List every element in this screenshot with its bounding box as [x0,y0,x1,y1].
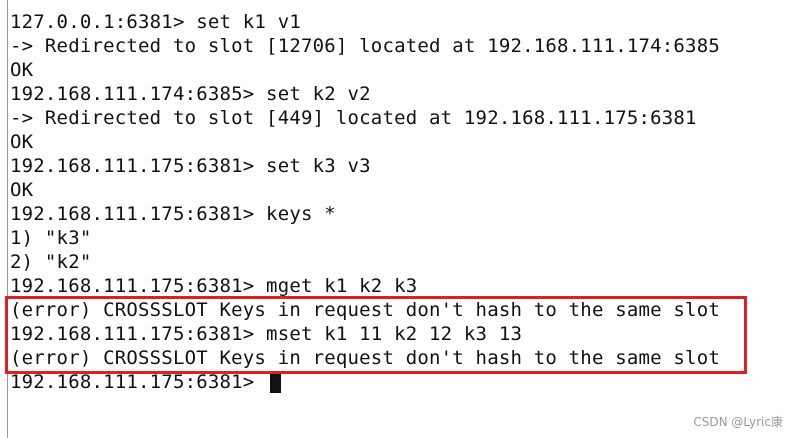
terminal-line: 1) "k3" [10,227,92,249]
terminal-line: 192.168.111.175:6381> mget k1 k2 k3 [10,275,418,297]
block-cursor-icon [270,372,282,393]
terminal-line: 127.0.0.1:6381> set k1 v1 [10,11,301,33]
terminal-line: OK [10,131,34,153]
error-line: (error) CROSSSLOT Keys in request don't … [10,299,720,321]
terminal-line: 192.168.111.174:6385> set k2 v2 [10,83,371,105]
terminal-line: 192.168.111.175:6381> mset k1 11 k2 12 k… [10,323,523,345]
watermark: CSDN @Lyric康 [693,415,783,429]
active-prompt-line[interactable]: 192.168.111.175:6381> [10,370,780,394]
terminal-line: -> Redirected to slot [449] located at 1… [10,107,697,129]
cropped-previous-line [10,0,530,4]
terminal-line: OK [10,179,34,201]
error-line: (error) CROSSSLOT Keys in request don't … [10,347,720,369]
terminal-left-border [7,0,8,438]
terminal-line: 192.168.111.175:6381> set k3 v3 [10,155,371,177]
terminal-line: 2) "k2" [10,251,92,273]
terminal-line: OK [10,59,34,81]
prompt-text: 192.168.111.175:6381> [10,371,267,393]
terminal-line: -> Redirected to slot [12706] located at… [10,35,720,57]
terminal-line: 192.168.111.175:6381> keys * [10,203,336,225]
terminal-output: 127.0.0.1:6381> set k1 v1 -> Redirected … [10,10,780,394]
